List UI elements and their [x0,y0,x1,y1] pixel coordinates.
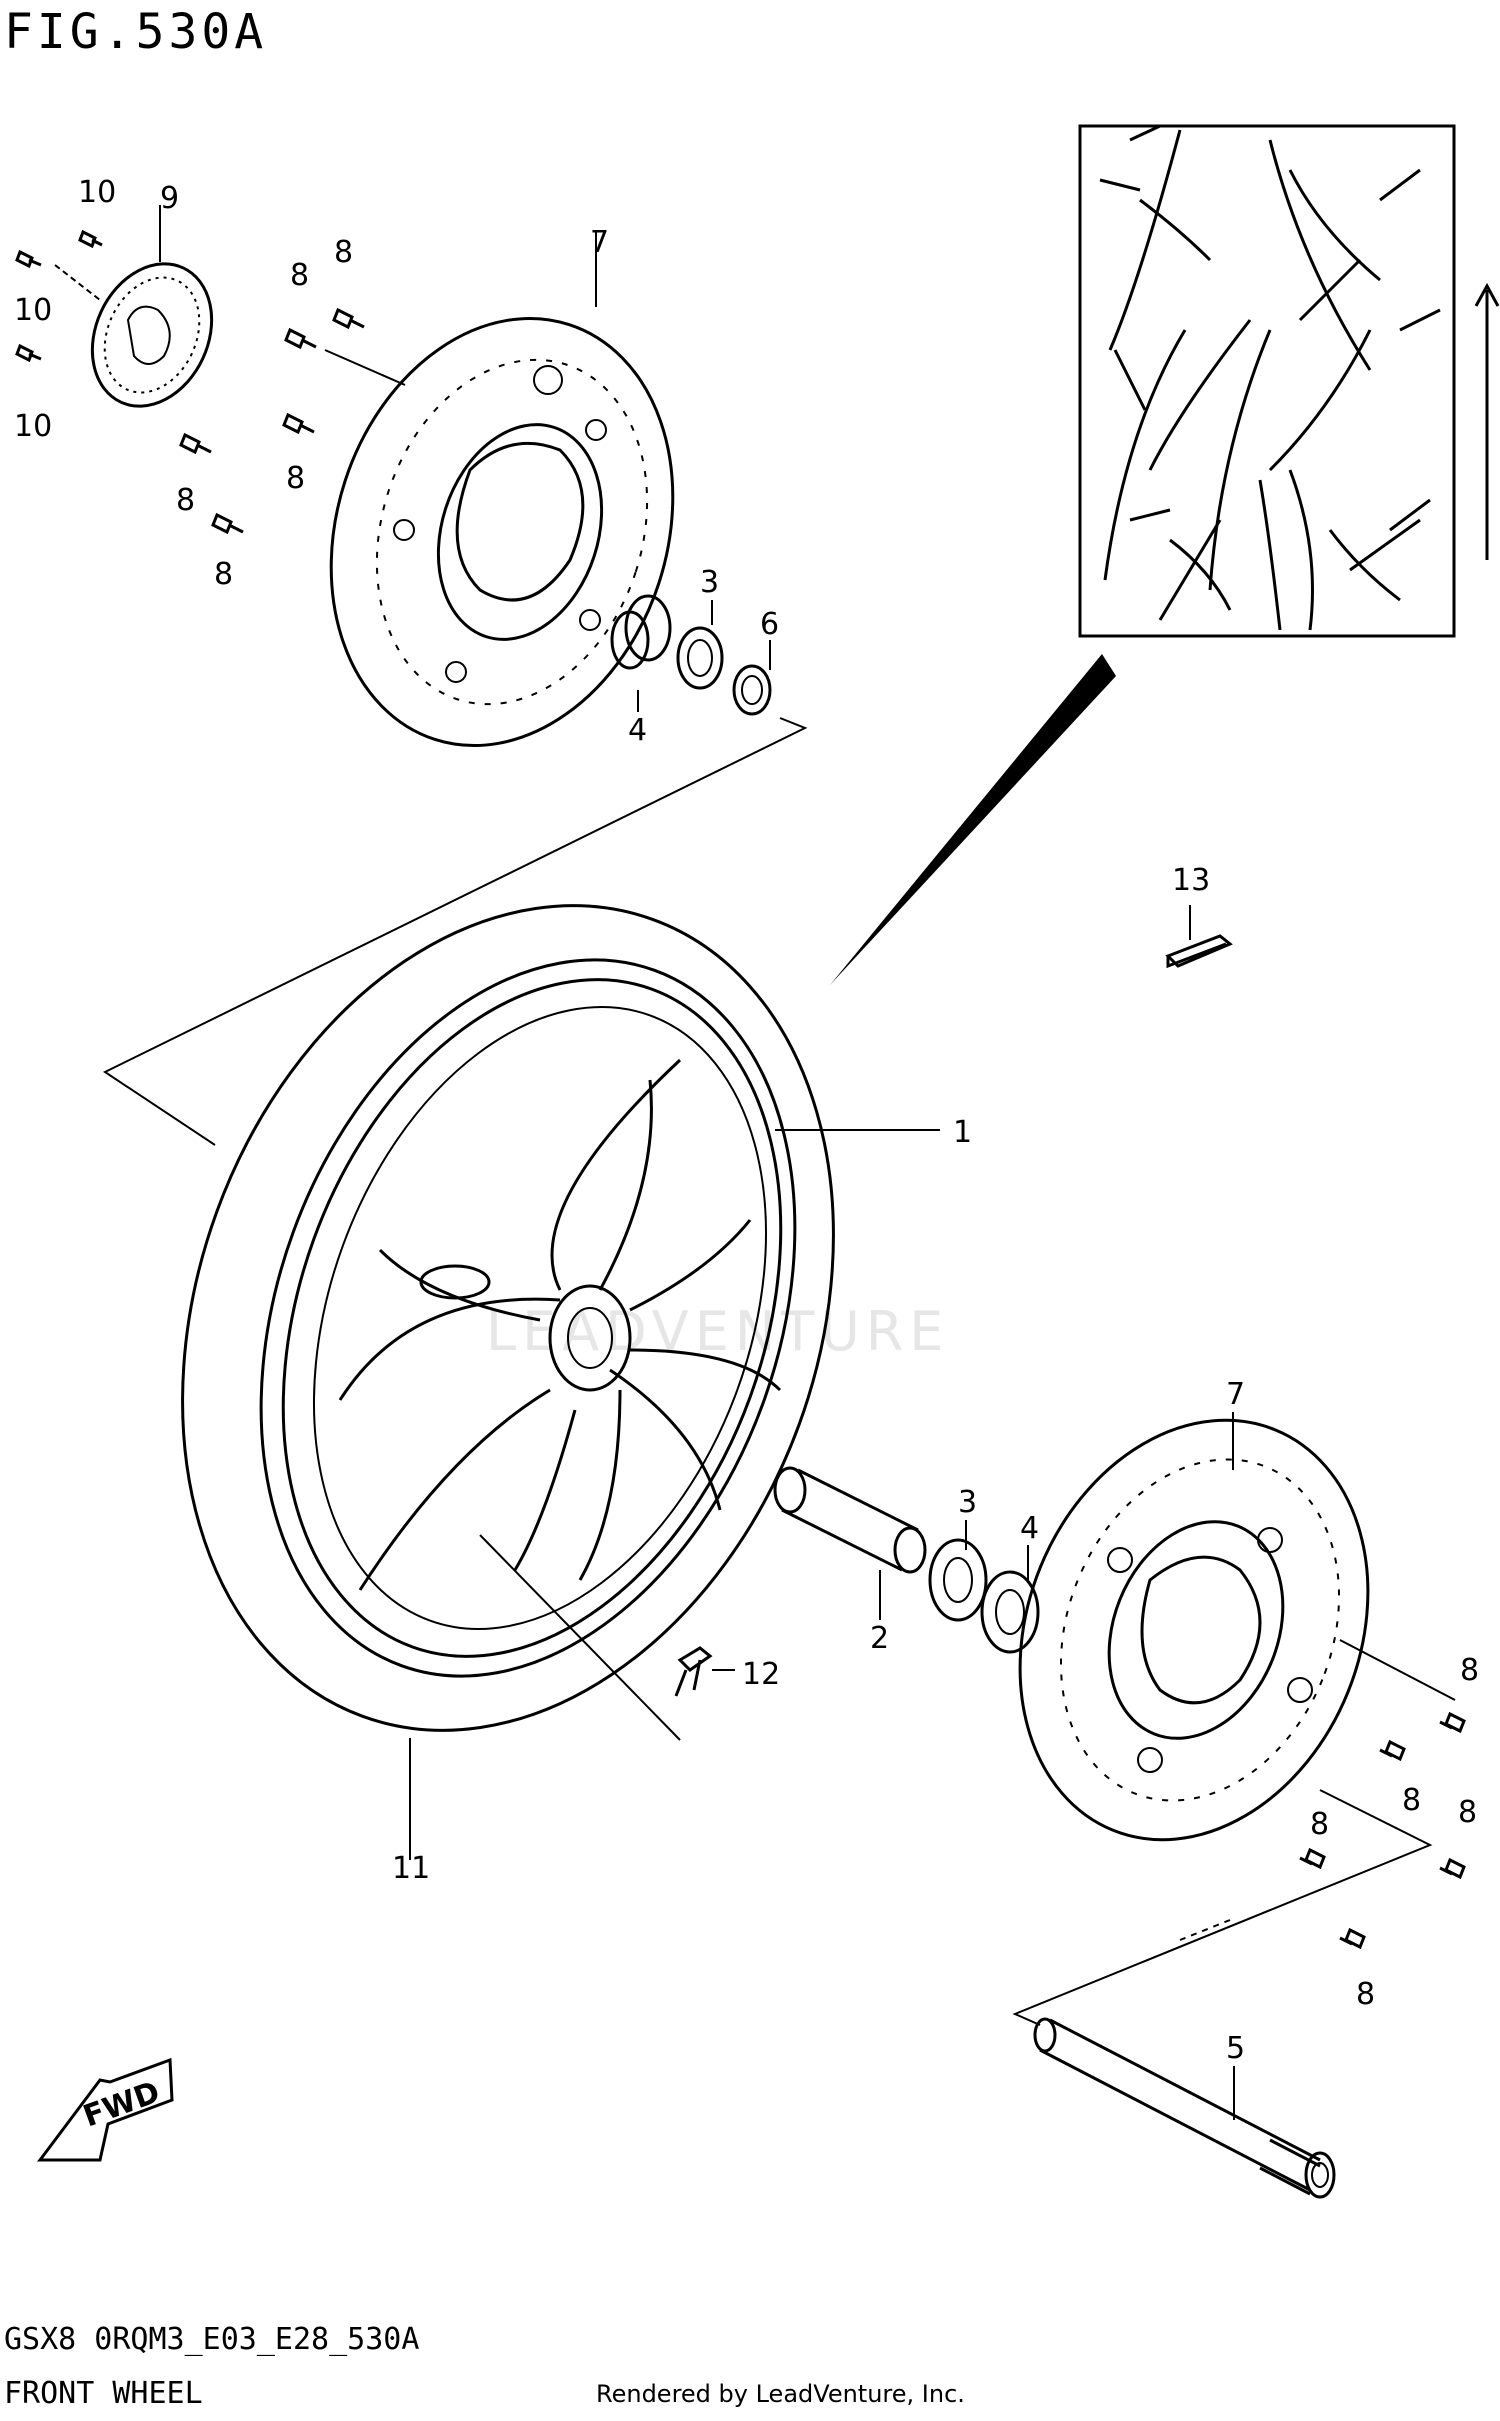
callout-8: 8 [1458,1795,1477,1830]
callout-4-lower: 4 [1020,1511,1039,1546]
callout-10: 10 [14,409,52,444]
callout-8: 8 [1402,1783,1421,1818]
abs-bolt [15,229,103,363]
hub-parts-upper [610,594,772,716]
figure-title: FIG.530A [4,4,268,60]
diagram-name: FRONT WHEEL [4,2376,203,2411]
tire-valve [674,1646,713,1697]
front-tire [181,904,835,1732]
hub-parts-lower [773,1466,1040,1654]
callout-1: 1 [953,1115,972,1150]
brake-disc-lower [1018,1418,1370,1842]
callout-8: 8 [176,483,195,518]
tread-pattern-inset [1078,124,1456,638]
watermark: LEADVENTURE [486,1300,949,1363]
callout-10: 10 [78,175,116,210]
callout-3: 3 [700,565,719,600]
callout-7-lower: 7 [1226,1377,1245,1412]
brake-disc-upper [329,316,675,748]
callout-8: 8 [1310,1807,1329,1842]
fwd-label: FWD [79,2075,165,2135]
callout-7: 7 [590,225,609,260]
callout-11: 11 [392,1851,430,1886]
disc-bolt-upper [179,307,365,535]
direction-arrow-icon [1474,282,1500,560]
disc-bolt-lower [1299,1711,1466,1950]
callout-8: 8 [290,258,309,293]
callout-8: 8 [1356,1977,1375,2012]
callout-8: 8 [286,461,305,496]
callout-8: 8 [1460,1653,1479,1688]
abs-sensor-rotor [90,262,214,408]
inset-pointer [830,654,1116,985]
callout-3-lower: 3 [958,1485,977,1520]
rendered-by-credit: Rendered by LeadVenture, Inc. [596,2380,965,2408]
front-wheel [281,978,783,1658]
callout-9: 9 [160,181,179,216]
callout-12: 12 [742,1657,780,1692]
balance-weight [1165,934,1233,969]
diagram-code: GSX8 0RQM3_E03_E28_530A [4,2322,420,2357]
callout-4: 4 [628,713,647,748]
callout-8: 8 [334,235,353,270]
callout-13: 13 [1172,863,1210,898]
fwd-arrow-icon: FWD [37,2057,174,2162]
callout-8: 8 [214,557,233,592]
callout-10: 10 [14,293,52,328]
callout-2: 2 [870,1621,889,1656]
front-axle [1033,2017,1336,2199]
callout-5: 5 [1226,2031,1245,2066]
callout-6: 6 [760,607,779,642]
